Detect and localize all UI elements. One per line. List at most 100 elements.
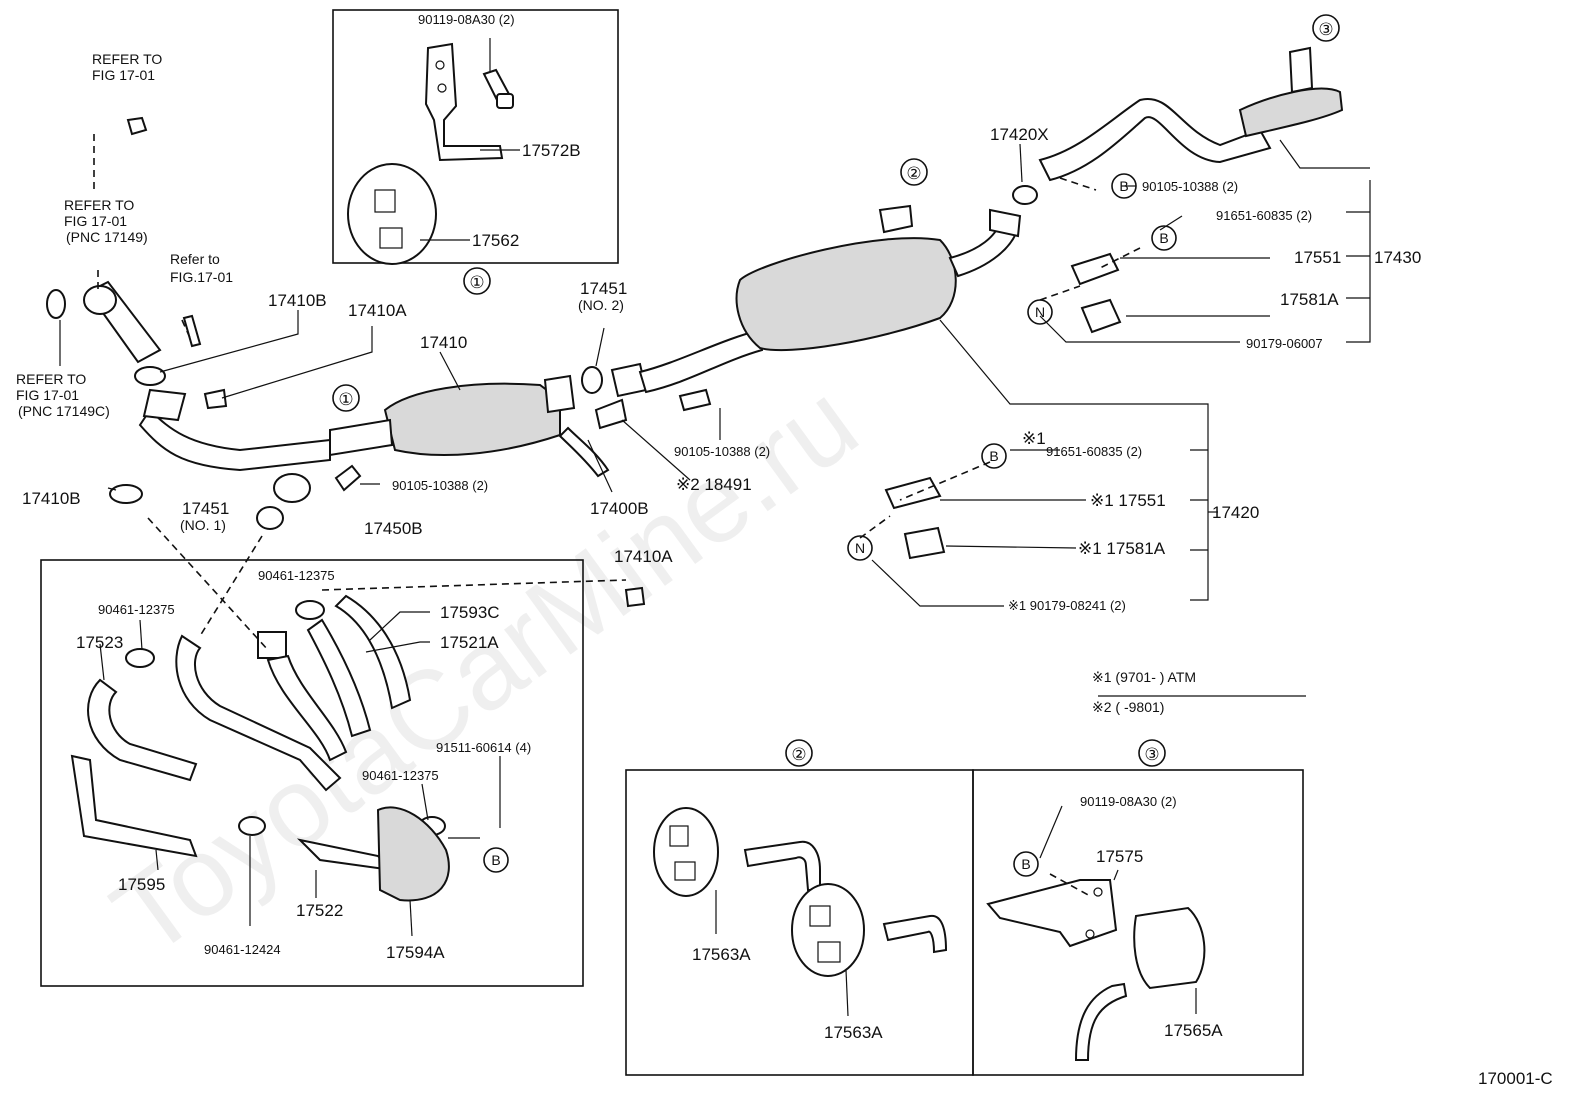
label-18491: ※2 18491: [676, 475, 752, 494]
clamp-18491: [594, 398, 628, 430]
nut-17410A-top: [203, 388, 228, 410]
label-17451-no2-b: (NO. 2): [578, 297, 624, 313]
intermediate-pipe: [610, 328, 764, 398]
muffler-17420: [735, 204, 1022, 352]
front-pipe-left: [138, 388, 331, 472]
gasket-17410B-left: [109, 484, 143, 504]
hanger-17563A-right: [791, 883, 865, 977]
label-17410: 17410: [420, 333, 467, 352]
callout-2-box: ②: [791, 745, 806, 764]
label-17450B: 17450B: [364, 519, 423, 538]
label-90461-c: 90461-12375: [362, 768, 439, 783]
label-17420: 17420: [1212, 503, 1259, 522]
callout-n-1: N: [1035, 304, 1045, 320]
detail-box-17450B: [40, 559, 584, 987]
ref-clamp-top: [126, 116, 148, 136]
label-90461-b: 90461-12375: [98, 602, 175, 617]
label-star1: ※1: [1022, 429, 1046, 448]
refer-3-line-b: FIG.17-01: [170, 269, 233, 285]
label-17451-no2-a: 17451: [580, 279, 627, 298]
callouts: ① ① ② ② ③ ③ B B B B B N N: [332, 14, 1340, 877]
label-17563A-b: 17563A: [824, 1023, 883, 1042]
refer-2-line-c: (PNC 17149): [66, 229, 148, 245]
label-17563A-a: 17563A: [692, 945, 751, 964]
rubber-mount-17551-mid: [884, 476, 942, 510]
label-17420X: 17420X: [990, 125, 1049, 144]
refer-3-line-a: Refer to: [170, 251, 220, 267]
bracket-17400B: [558, 426, 610, 478]
hanger-17563A-left: [653, 807, 719, 897]
callout-1-top: ①: [469, 273, 484, 292]
detail-box-3: [972, 769, 1304, 1076]
footnotes: ※1 (9701- ) ATM ※2 ( -9801): [1092, 669, 1196, 715]
bracket-17572B: [424, 42, 504, 162]
label-17451-no1-b: (NO. 1): [180, 517, 226, 533]
callout-n-2: N: [855, 540, 865, 556]
figure-code: 170001-C: [1478, 1069, 1553, 1088]
catalytic-converter-17410: [329, 374, 576, 457]
label-17410A-top: 17410A: [348, 301, 407, 320]
flange-gasket-lower: [273, 473, 311, 503]
bolt-90105-left: [334, 464, 362, 492]
label-91511: 91511-60614 (4): [436, 740, 531, 755]
label-17551-top: 17551: [1294, 248, 1341, 267]
bush-17581A-mid: [903, 526, 946, 560]
gasket-17420X: [1012, 185, 1038, 205]
callout-b-4: B: [491, 852, 500, 868]
label-17581A-top: 17581A: [1280, 290, 1339, 309]
label-17594A: 17594A: [386, 943, 445, 962]
part-labels: 90119-08A30 (2) 17572B 17562 17410B 1741…: [22, 12, 1421, 1042]
label-17575: 17575: [1096, 847, 1143, 866]
callout-b-3: B: [989, 448, 998, 464]
callout-b-5: B: [1021, 856, 1030, 872]
hanger-17565A: [1133, 906, 1206, 990]
label-17551-mid: ※1 17551: [1090, 491, 1166, 510]
label-90461-a: 90461-12375: [258, 568, 335, 583]
label-17521A: 17521A: [440, 633, 499, 652]
refer-4-line-a: REFER TO: [16, 371, 86, 387]
label-17562: 17562: [472, 231, 519, 250]
label-17400B: 17400B: [590, 499, 649, 518]
label-17565A: 17565A: [1164, 1021, 1223, 1040]
label-17410A-mid: 17410A: [614, 547, 673, 566]
label-17523: 17523: [76, 633, 123, 652]
manifold-pipes: [70, 594, 412, 858]
label-17581A-mid: ※1 17581A: [1078, 539, 1166, 558]
ref-stud: [182, 314, 202, 348]
ref-gasket-left: [46, 289, 66, 319]
label-17572B: 17572B: [522, 141, 581, 160]
leader-lines: [59, 38, 1371, 1017]
callout-3-top: ③: [1318, 20, 1333, 39]
refer-2-line-b: FIG 17-01: [64, 213, 127, 229]
callout-3-box: ③: [1144, 745, 1159, 764]
flange-upper-left: [83, 280, 162, 364]
label-90179-06007: 90179-06007: [1246, 336, 1323, 351]
pipe-17522-17594A: [296, 806, 450, 902]
label-17522: 17522: [296, 901, 343, 920]
gasket-17451-no2: [581, 366, 603, 394]
bracket-17575: [986, 879, 1118, 948]
tail-pipe-17430: [1038, 46, 1344, 182]
label-17410B-left: 17410B: [22, 489, 81, 508]
bush-17581A-top: [1080, 298, 1122, 334]
refer-4-line-b: FIG 17-01: [16, 387, 79, 403]
label-17451-no1-a: 17451: [182, 499, 229, 518]
label-90105-left: 90105-10388 (2): [392, 478, 488, 493]
refer-notes: REFER TO FIG 17-01 REFER TO FIG 17-01 (P…: [16, 51, 233, 419]
callout-b-1: B: [1119, 178, 1128, 194]
label-90461-12424: 90461-12424: [204, 942, 281, 957]
label-17595: 17595: [118, 875, 165, 894]
rod-box3: [1074, 982, 1128, 1061]
bolt-90105-mid: [678, 388, 712, 412]
label-91651-top: 91651-60835 (2): [1216, 208, 1312, 223]
label-90105-mid: 90105-10388 (2): [674, 444, 770, 459]
label-90105-right: 90105-10388 (2): [1142, 179, 1238, 194]
label-90119-top: 90119-08A30 (2): [418, 12, 515, 27]
refer-1-line-a: REFER TO: [92, 51, 162, 67]
hanger-17562: [347, 163, 437, 265]
gasket-17451-no1: [256, 506, 284, 530]
callout-2-top: ②: [906, 164, 921, 183]
note-2: ※2 ( -9801): [1092, 699, 1164, 715]
rod-box2-b: [882, 914, 948, 954]
